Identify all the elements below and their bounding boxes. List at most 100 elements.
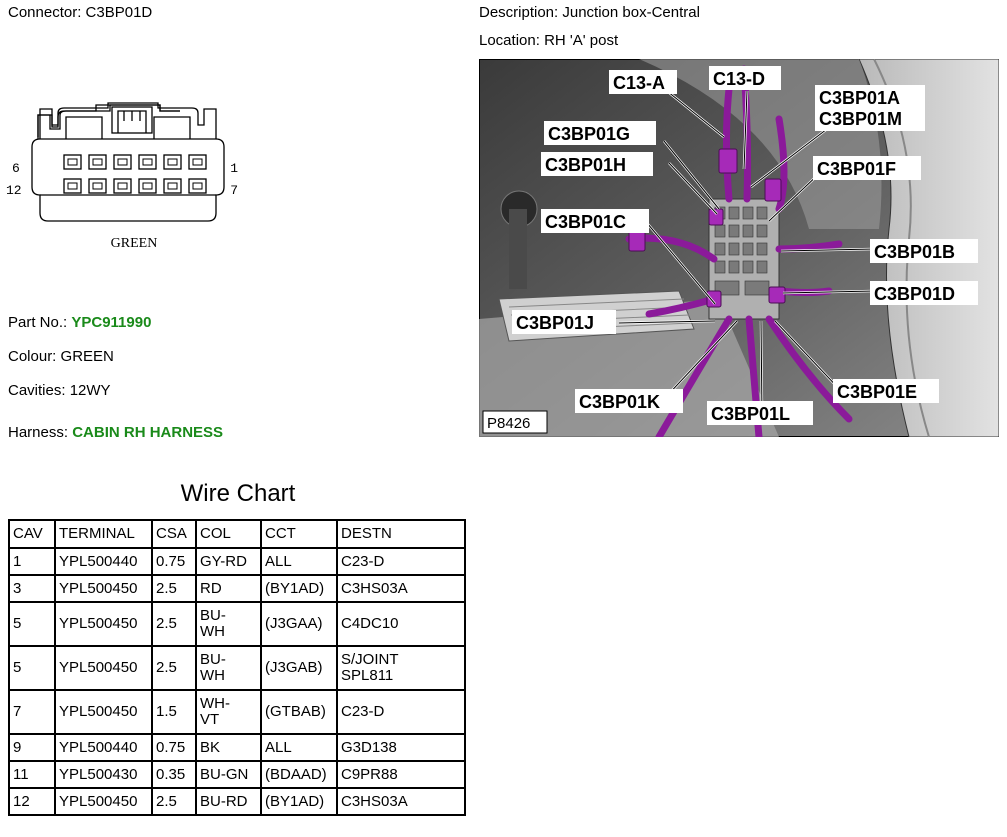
colour-label: Colour: xyxy=(8,348,57,365)
callout-c3bp01m: C3BP01M xyxy=(819,109,902,129)
table-cell: 1.5 xyxy=(151,689,197,735)
table-cell: 1 xyxy=(8,547,56,576)
table-cell: 2.5 xyxy=(151,601,197,647)
table-cell: 0.35 xyxy=(151,760,197,789)
pin-label-1: 1 xyxy=(230,161,238,176)
table-cell: ALL xyxy=(260,547,338,576)
part-label: Part No.: xyxy=(8,314,68,331)
callout-c3bp01g: C3BP01G xyxy=(548,124,630,144)
table-cell: C9PR88 xyxy=(336,760,466,789)
connector-line: Connector: C3BP01D xyxy=(8,4,152,21)
table-cell: GY-RD xyxy=(195,547,262,576)
table-cell: S/JOINT SPL811 xyxy=(336,645,466,691)
table-cell: (GTBAB) xyxy=(260,689,338,735)
location-line: Location: RH 'A' post xyxy=(479,32,618,49)
cavities-line: Cavities: 12WY xyxy=(8,382,111,399)
table-cell: C3HS03A xyxy=(336,574,466,603)
table-cell: 5 xyxy=(8,645,56,691)
table-cell: 3 xyxy=(8,574,56,603)
table-cell: (BY1AD) xyxy=(260,787,338,816)
pin-label-6: 6 xyxy=(12,161,20,176)
connector-value: C3BP01D xyxy=(85,4,153,21)
column-header: CCT xyxy=(260,519,338,549)
table-cell: 2.5 xyxy=(151,787,197,816)
pin-label-12: 12 xyxy=(6,183,22,198)
wire-chart-title: Wire Chart xyxy=(180,480,296,507)
part-number-link[interactable]: YPC911990 xyxy=(71,314,152,331)
table-cell: C4DC10 xyxy=(336,601,466,647)
table-cell: 12 xyxy=(8,787,56,816)
connector-outline: 6 1 12 7 GREEN xyxy=(6,102,238,251)
location-photo: C13-A C13-D C3BP01A C3BP01M C3BP01G C3BP… xyxy=(479,59,999,437)
table-cell: YPL500450 xyxy=(54,645,153,691)
location-label: Location: xyxy=(479,32,540,49)
column-header: CSA xyxy=(151,519,197,549)
table-cell: 0.75 xyxy=(151,733,197,762)
table-cell: 2.5 xyxy=(151,645,197,691)
table-cell: YPL500450 xyxy=(54,689,153,735)
table-cell: ALL xyxy=(260,733,338,762)
harness-link[interactable]: CABIN RH HARNESS xyxy=(72,424,224,441)
callout-c3bp01a: C3BP01A xyxy=(819,88,900,108)
column-header: CAV xyxy=(8,519,56,549)
pin-label-7: 7 xyxy=(230,183,238,198)
table-cell: C23-D xyxy=(336,689,466,735)
connector-color-caption: GREEN xyxy=(111,236,158,251)
table-cell: 7 xyxy=(8,689,56,735)
description-value: Junction box-Central xyxy=(562,4,700,21)
table-cell: YPL500450 xyxy=(54,601,153,647)
table-cell: BU-RD xyxy=(195,787,262,816)
callout-c3bp01l: C3BP01L xyxy=(711,404,790,424)
table-cell: YPL500450 xyxy=(54,787,153,816)
column-header: COL xyxy=(195,519,262,549)
callout-c3bp01h: C3BP01H xyxy=(545,155,626,175)
photo-reference: P8426 xyxy=(487,415,530,432)
table-cell: RD xyxy=(195,574,262,603)
cavities-label: Cavities: xyxy=(8,382,66,399)
callout-c13-a: C13-A xyxy=(613,73,665,93)
harness-line: Harness: CABIN RH HARNESS xyxy=(8,424,223,441)
table-cell: BU-GN xyxy=(195,760,262,789)
callout-c3bp01k: C3BP01K xyxy=(579,392,660,412)
table-cell: YPL500440 xyxy=(54,547,153,576)
colour-line: Colour: GREEN xyxy=(8,348,114,365)
column-header: TERMINAL xyxy=(54,519,153,549)
callout-c3bp01e: C3BP01E xyxy=(837,382,917,402)
harness-label: Harness: xyxy=(8,424,69,441)
description-label: Description: xyxy=(479,4,559,21)
table-cell: YPL500450 xyxy=(54,574,153,603)
callout-c3bp01f: C3BP01F xyxy=(817,159,896,179)
table-cell: 0.75 xyxy=(151,547,197,576)
description-line: Description: Junction box-Central xyxy=(479,4,700,21)
callout-c13-d: C13-D xyxy=(713,69,765,89)
table-cell: (J3GAB) xyxy=(260,645,338,691)
column-header: DESTN xyxy=(336,519,466,549)
table-cell: G3D138 xyxy=(336,733,466,762)
table-cell: BK xyxy=(195,733,262,762)
location-value: RH 'A' post xyxy=(544,32,619,49)
table-header-row: CAV TERMINAL CSA COL CCT DESTN xyxy=(8,519,466,549)
part-number-line: Part No.: YPC911990 xyxy=(8,314,151,331)
table-cell: BU- WH xyxy=(195,601,262,647)
table-cell: BU- WH xyxy=(195,645,262,691)
table-cell: YPL500430 xyxy=(54,760,153,789)
table-cell: YPL500440 xyxy=(54,733,153,762)
connector-label: Connector: xyxy=(8,4,82,21)
callout-c3bp01j: C3BP01J xyxy=(516,313,594,333)
table-cell: (J3GAA) xyxy=(260,601,338,647)
callout-c3bp01b: C3BP01B xyxy=(874,242,955,262)
callout-c3bp01c: C3BP01C xyxy=(545,212,626,232)
table-cell: C3HS03A xyxy=(336,787,466,816)
connector-face-diagram xyxy=(37,104,180,139)
table-cell: 5 xyxy=(8,601,56,647)
